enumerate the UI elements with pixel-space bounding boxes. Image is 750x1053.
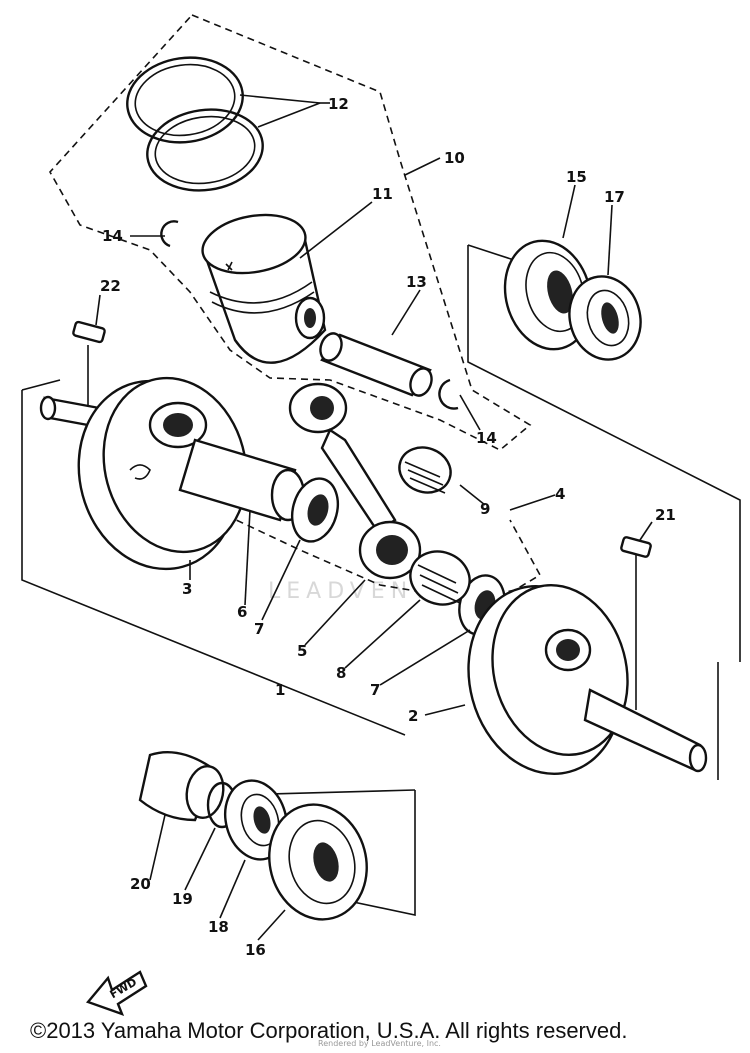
callout-14-lower: 14 <box>476 429 497 447</box>
oil-seal-17 <box>568 275 642 361</box>
callout-11: 11 <box>372 185 393 203</box>
callout-2: 2 <box>408 707 418 725</box>
callout-17: 17 <box>604 188 625 206</box>
callout-13: 13 <box>406 273 427 291</box>
callout-16: 16 <box>245 941 266 959</box>
circlip-upper <box>160 220 179 248</box>
callout-18: 18 <box>208 918 229 936</box>
callout-19: 19 <box>172 890 193 908</box>
crank-half-left <box>39 376 248 571</box>
crank-half-right <box>467 583 708 775</box>
callout-20: 20 <box>130 875 151 893</box>
copyright-notice: ©2013 Yamaha Motor Corporation, U.S.A. A… <box>30 1018 627 1043</box>
callout-1: 1 <box>275 681 285 699</box>
crankshaft-bracket-left <box>21 390 406 736</box>
callout-6: 6 <box>237 603 247 621</box>
connecting-rod <box>288 382 422 580</box>
circlip-lower <box>438 378 459 410</box>
callout-7-right: 7 <box>370 681 380 699</box>
piston-pin <box>319 332 433 397</box>
callout-3: 3 <box>182 580 192 598</box>
collar-20 <box>138 751 225 822</box>
callout-10: 10 <box>444 149 465 167</box>
piston-group-outline <box>49 14 532 451</box>
callout-12: 12 <box>328 95 349 113</box>
thrust-washer-left <box>290 477 340 543</box>
piston <box>201 213 327 364</box>
callout-8: 8 <box>336 664 346 682</box>
callout-22: 22 <box>100 277 121 295</box>
piston-rings <box>126 56 321 192</box>
bearing-16 <box>268 803 368 921</box>
bearing-bracket-upper <box>467 245 741 662</box>
woodruff-key-21 <box>620 536 652 558</box>
small-end-bearing <box>398 446 452 494</box>
callout-5: 5 <box>297 642 307 660</box>
leader-lines <box>95 102 653 941</box>
woodruff-key-22 <box>72 320 106 344</box>
forward-arrow-icon: FWD <box>85 970 148 1017</box>
callout-7-left: 7 <box>254 620 264 638</box>
render-credit: Rendered by LeadVenture, Inc. <box>318 1039 441 1048</box>
callout-15: 15 <box>566 168 587 186</box>
callout-21: 21 <box>655 506 676 524</box>
callout-4: 4 <box>555 485 565 503</box>
callout-9: 9 <box>480 500 490 518</box>
callout-14-upper: 14 <box>102 227 123 245</box>
big-end-bearing <box>409 550 471 606</box>
